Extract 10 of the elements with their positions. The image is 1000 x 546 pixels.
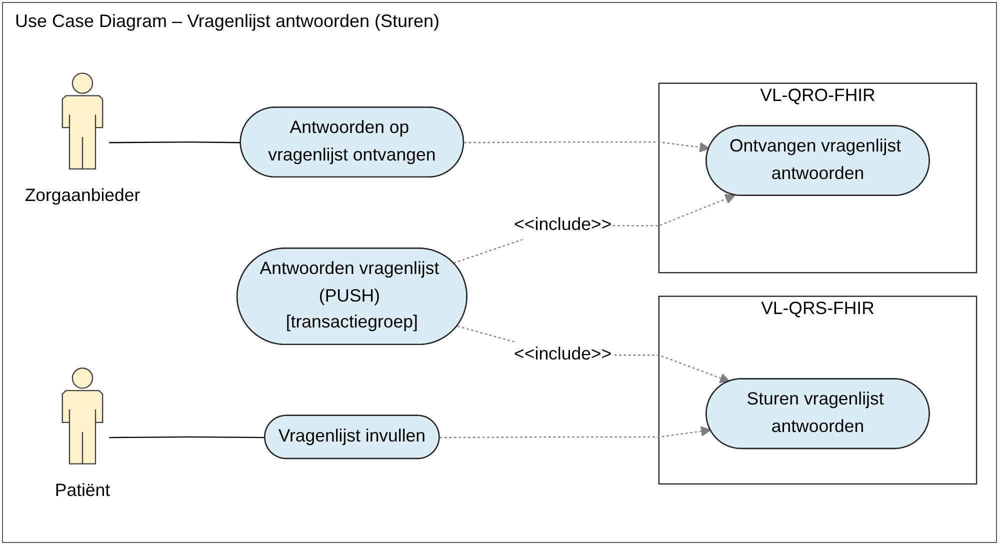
connector bbox=[109, 436, 266, 438]
edge-label: <<include>> bbox=[514, 214, 612, 235]
arrow bbox=[453, 194, 736, 264]
cluster bbox=[658, 82, 978, 274]
arrow bbox=[464, 141, 710, 152]
cluster bbox=[658, 296, 978, 485]
arrow bbox=[457, 326, 730, 384]
diagram-title: Use Case Diagram – Vragenlijst antwoorden (Sturen) bbox=[15, 11, 440, 32]
connector bbox=[109, 141, 241, 144]
arrow bbox=[440, 426, 712, 438]
